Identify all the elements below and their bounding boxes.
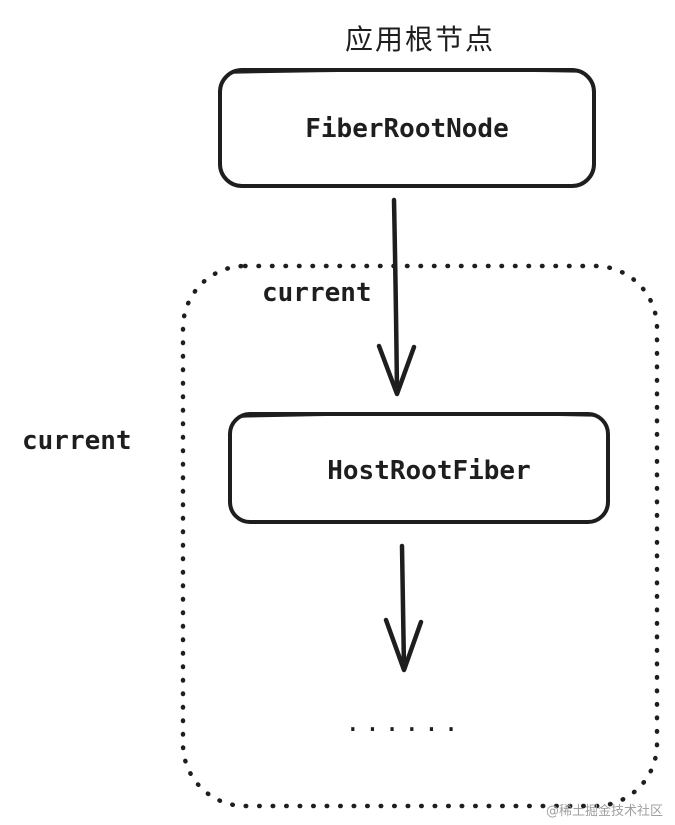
current-tree-container xyxy=(180,263,660,809)
current-pointer-arrow xyxy=(376,197,417,397)
host-root-fiber-label: HostRootFiber xyxy=(327,456,531,486)
watermark: @稀土掘金技术社区 xyxy=(545,804,663,819)
current-outer-label: current xyxy=(22,426,132,456)
diagram-title: 应用根节点 xyxy=(344,23,495,56)
current-inner-label: current xyxy=(262,278,372,308)
ellipsis-children: ...... xyxy=(345,708,463,738)
fiber-root-node-label: FiberRootNode xyxy=(305,114,509,144)
child-arrow xyxy=(383,543,424,673)
fiber-root-node-box-sketch xyxy=(231,69,585,74)
host-root-fiber-box-sketch xyxy=(241,413,599,418)
